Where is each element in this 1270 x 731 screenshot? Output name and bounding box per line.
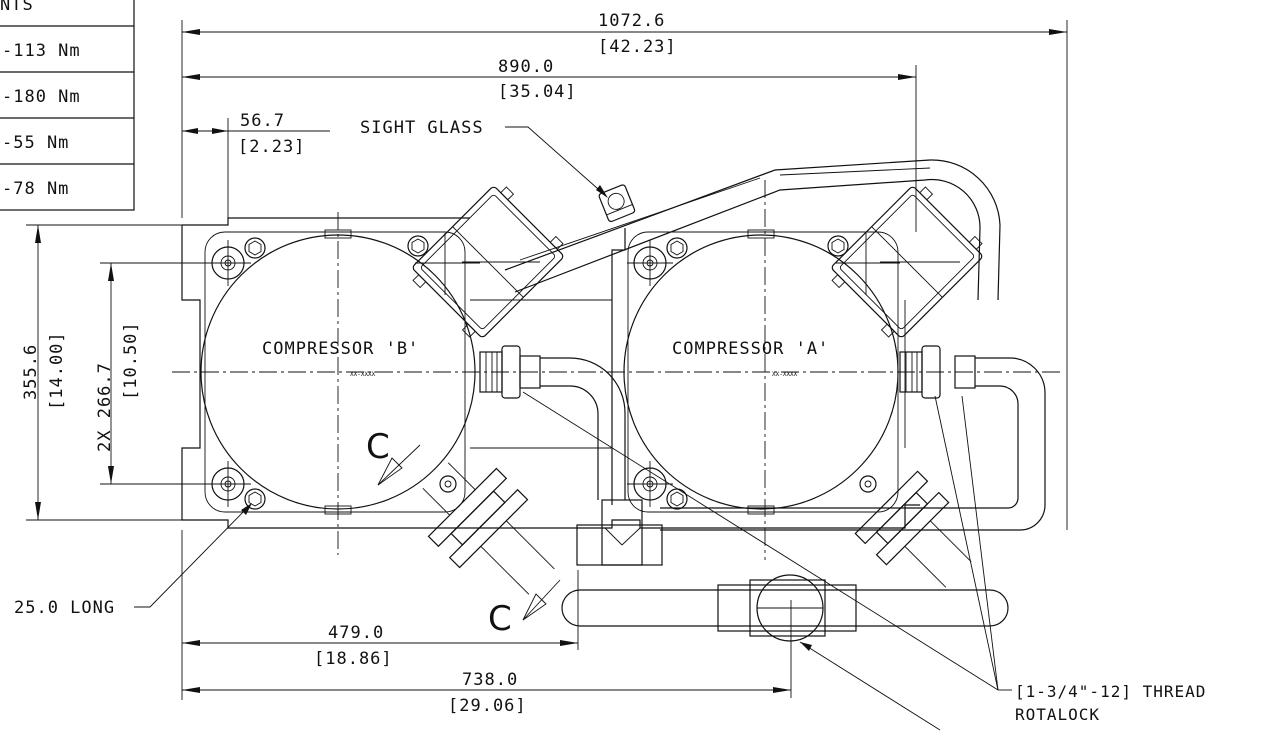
rotation-c-b: C — [366, 427, 390, 467]
dim-355-6: 355.6 [14.00] — [21, 224, 228, 521]
compressor-a-serial: XX-XXXX — [772, 371, 798, 378]
dim-890-mm: 890.0 — [498, 57, 554, 77]
torque-row-2: -180 Nm — [2, 87, 81, 107]
torque-row-3: -55 Nm — [2, 133, 69, 153]
dim-890-in: [35.04] — [498, 82, 577, 102]
discharge-piping — [540, 357, 1046, 642]
dim-355-mm: 355.6 — [21, 344, 41, 400]
rotalock-a — [899, 345, 976, 399]
base-frame — [181, 217, 920, 529]
dim-266-mm: 2X 266.7 — [95, 362, 115, 452]
rotation-indicator-b: C — [366, 427, 421, 486]
sight-glass-callout: SIGHT GLASS — [360, 118, 608, 198]
dim-266-7: 2X 266.7 [10.50] — [95, 262, 228, 485]
dim-56-7: 56.7 [2.23] — [182, 111, 330, 222]
dim-738-in: [29.06] — [448, 696, 527, 716]
dim-1072: 1072.6 [42.23] — [181, 11, 1068, 530]
rotation-indicator-lower: C — [488, 579, 561, 639]
sight-glass-label: SIGHT GLASS — [360, 118, 484, 138]
dim-56-in: [2.23] — [238, 137, 305, 157]
terminal-box-b — [412, 186, 564, 338]
compressor-b-serial: XX-XXXX — [350, 371, 376, 378]
dim-56-mm: 56.7 — [240, 111, 285, 131]
dim-1072-in: [42.23] — [598, 37, 677, 57]
thread-label-1: [1-3/4"-12] THREAD — [1015, 682, 1206, 701]
dim-266-in: [10.50] — [121, 321, 141, 400]
dim-355-in: [14.00] — [47, 331, 67, 410]
dim-479: 479.0 [18.86] — [181, 530, 579, 700]
compressor-a-label: COMPRESSOR 'A' — [672, 339, 829, 359]
dim-479-in: [18.86] — [314, 649, 393, 669]
rotation-c-lower: C — [488, 599, 512, 639]
compressor-a: COMPRESSOR 'A' XX-XXXX — [623, 180, 899, 560]
dim-738: 738.0 [29.06] — [182, 600, 792, 716]
torque-table-header: NTS — [0, 0, 34, 15]
long-25-label: 25.0 LONG — [14, 598, 115, 618]
thread-callout: [1-3/4"-12] THREAD ROTALOCK — [522, 391, 1206, 731]
torque-row-4: -78 Nm — [2, 179, 69, 199]
suction-flanges — [422, 462, 972, 595]
dim-738-mm: 738.0 — [462, 670, 518, 690]
terminal-box-a — [831, 186, 983, 338]
equalizer-tube — [504, 159, 1001, 301]
dim-479-mm: 479.0 — [328, 623, 384, 643]
rotalock-b — [479, 345, 541, 399]
compressor-b-label: COMPRESSOR 'B' — [262, 339, 419, 359]
thread-label-2: ROTALOCK — [1015, 705, 1100, 724]
dim-890: 890.0 [35.04] — [182, 57, 917, 232]
torque-table: NTS -113 Nm -180 Nm -55 Nm -78 Nm — [0, 0, 135, 211]
long-25-callout: 25.0 LONG — [14, 503, 252, 618]
dim-1072-mm: 1072.6 — [598, 11, 665, 31]
torque-row-1: -113 Nm — [2, 41, 81, 61]
